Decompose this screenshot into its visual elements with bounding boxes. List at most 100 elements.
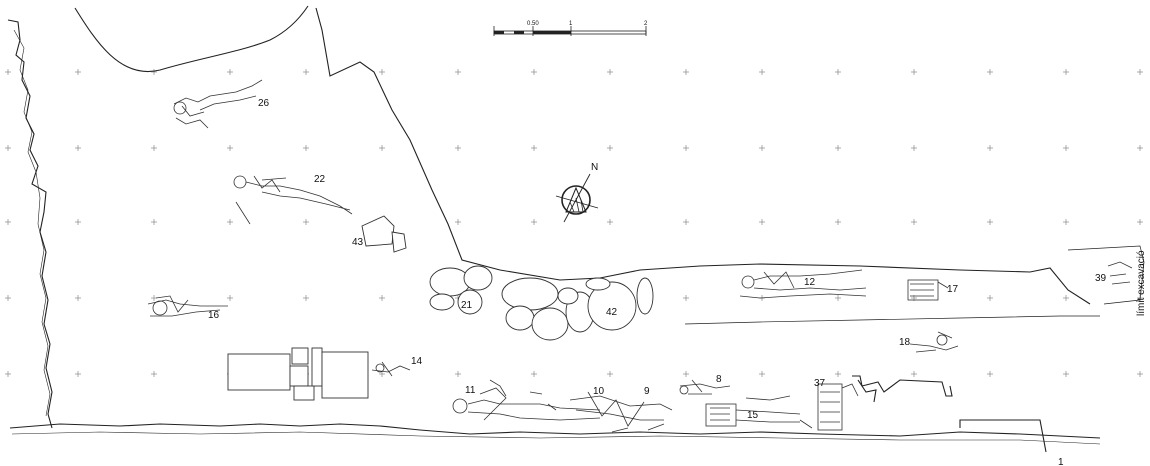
south-boundary-inner <box>11 431 1101 445</box>
grid-cross <box>683 295 689 301</box>
burial-label-10: 10 <box>593 386 605 397</box>
grid-cross <box>303 145 309 151</box>
burial-label-21: 21 <box>461 300 473 311</box>
scale-label-050: 0.50 <box>527 21 539 27</box>
north-label: N <box>591 162 598 173</box>
skeleton-26 <box>173 79 263 129</box>
grid-cross <box>455 219 461 225</box>
grid-cross <box>911 145 917 151</box>
grid-cross <box>5 69 11 75</box>
skeleton-16 <box>147 295 228 317</box>
grid-cross <box>75 371 81 377</box>
grid-cross <box>683 69 689 75</box>
grid-cross <box>683 145 689 151</box>
scale-label-1: 1 <box>569 21 573 27</box>
grid-cross <box>75 145 81 151</box>
grid-cross <box>911 69 917 75</box>
grid-cross <box>1063 371 1069 377</box>
grid-cross <box>1137 145 1143 151</box>
grid-cross <box>5 145 11 151</box>
grid-cross <box>911 219 917 225</box>
grid-cross <box>75 219 81 225</box>
grid-cross <box>379 145 385 151</box>
grid-cross <box>835 69 841 75</box>
grid-cross <box>759 69 765 75</box>
grid-cross <box>75 295 81 301</box>
grid-cross <box>759 371 765 377</box>
grid-cross <box>531 219 537 225</box>
grid-cross <box>1063 295 1069 301</box>
grid-cross <box>607 219 613 225</box>
grid-cross <box>835 371 841 377</box>
east-limit <box>1067 245 1145 305</box>
grid-cross <box>151 371 157 377</box>
grid-cross <box>5 219 11 225</box>
stone-cluster-43 <box>361 215 407 253</box>
stone-structure-west <box>227 347 369 401</box>
grid-cross <box>303 295 309 301</box>
grid-cross <box>987 371 993 377</box>
grid-cross <box>151 145 157 151</box>
grid-cross <box>683 219 689 225</box>
scale-bar: 0.50 1 2 <box>493 21 648 36</box>
grid-cross <box>379 295 385 301</box>
grid-cross <box>987 145 993 151</box>
grid-cross <box>227 219 233 225</box>
skeleton-8 <box>679 379 731 395</box>
grid-cross <box>379 69 385 75</box>
scale-label-2: 2 <box>644 21 648 27</box>
excavation-limit-label: límit excavació <box>1136 250 1147 316</box>
grid-cross <box>987 69 993 75</box>
grid-cross <box>531 145 537 151</box>
burial-label-9: 9 <box>644 386 650 397</box>
burial-label-15: 15 <box>747 410 759 421</box>
west-boundary <box>7 19 53 429</box>
grid-cross <box>151 219 157 225</box>
burial-label-11: 11 <box>465 385 476 396</box>
northeast-cut-edge <box>315 7 1091 305</box>
grid-cross <box>379 371 385 377</box>
burial-label-8: 8 <box>716 374 722 385</box>
grid-cross <box>683 371 689 377</box>
burial-label-42: 42 <box>606 307 618 318</box>
skeleton-37 <box>817 383 859 431</box>
grid-cross <box>303 69 309 75</box>
burial-label-1: 1 <box>1058 457 1064 466</box>
grid-cross <box>835 295 841 301</box>
grid-cross <box>759 219 765 225</box>
grid-cross <box>531 371 537 377</box>
grid-cross <box>1137 371 1143 377</box>
burial-label-37: 37 <box>814 378 826 389</box>
trench-south-edge <box>684 315 1100 325</box>
skeleton-17 <box>907 279 949 301</box>
south-boundary <box>9 423 1101 439</box>
skeleton-39 <box>1107 261 1133 285</box>
burial-label-43: 43 <box>352 237 364 248</box>
grid-cross <box>987 219 993 225</box>
survey-grid <box>5 69 1143 377</box>
grid-cross <box>75 69 81 75</box>
grid-cross <box>303 219 309 225</box>
burial-label-26: 26 <box>258 98 270 109</box>
burial-label-39: 39 <box>1095 273 1107 284</box>
stone-structure-east <box>852 375 953 403</box>
grid-cross <box>835 145 841 151</box>
north-cut-edge <box>74 5 309 73</box>
burial-label-14: 14 <box>411 356 423 367</box>
grid-cross <box>1137 69 1143 75</box>
burial-label-22: 22 <box>314 174 326 185</box>
burial-label-12: 12 <box>804 277 816 288</box>
grid-cross <box>531 69 537 75</box>
west-boundary-inner <box>13 29 51 417</box>
grid-cross <box>607 371 613 377</box>
grid-cross <box>607 69 613 75</box>
grid-cross <box>835 219 841 225</box>
grid-cross <box>607 145 613 151</box>
skeleton-14 <box>371 361 411 377</box>
grid-cross <box>5 371 11 377</box>
north-arrow-icon: N <box>555 162 598 223</box>
grid-cross <box>1137 219 1143 225</box>
skeleton-22 <box>233 175 353 225</box>
grid-cross <box>759 145 765 151</box>
skeleton-10-9 <box>529 391 673 433</box>
